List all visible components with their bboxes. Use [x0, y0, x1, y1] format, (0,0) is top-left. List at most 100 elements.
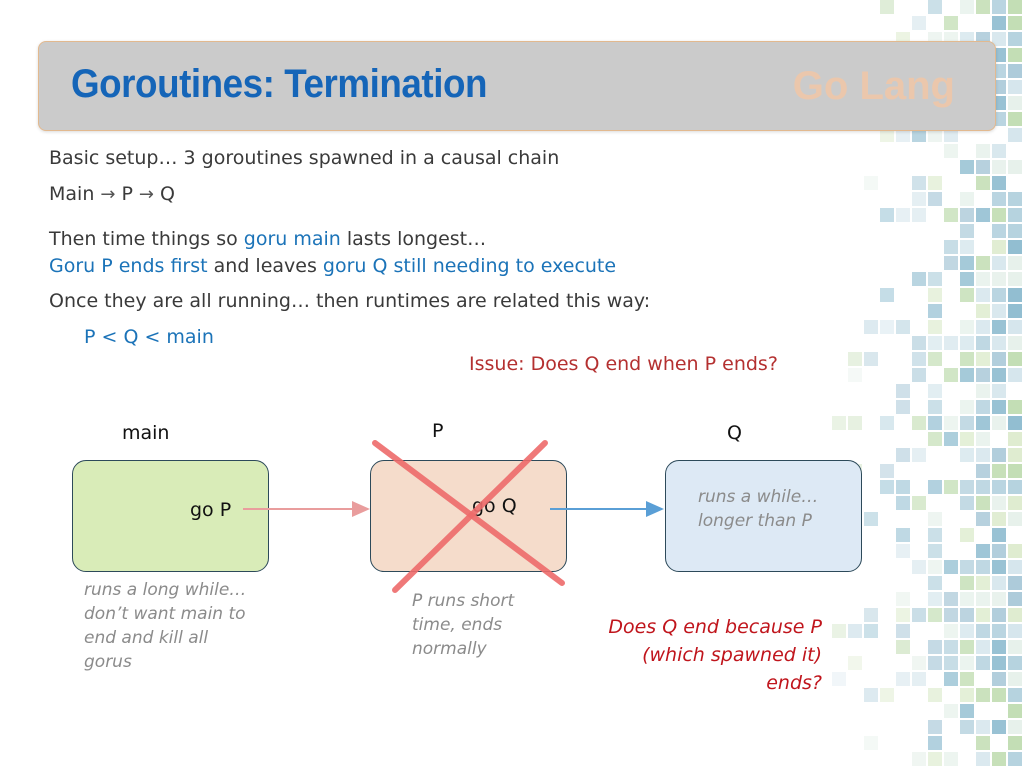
decorative-tile: [912, 128, 926, 142]
decorative-tile: [944, 752, 958, 766]
decorative-tile: [976, 544, 990, 558]
decorative-tile: [1008, 48, 1022, 62]
decorative-tile: [1008, 432, 1022, 446]
decorative-tile: [928, 128, 942, 142]
decorative-tile: [992, 208, 1006, 222]
decorative-tile: [896, 672, 910, 686]
timing-highlight: goru main: [243, 228, 341, 250]
decorative-tile: [1008, 320, 1022, 334]
decorative-tile: [976, 208, 990, 222]
decorative-tile: [992, 576, 1006, 590]
decorative-tile: [960, 256, 974, 270]
decorative-tile: [992, 624, 1006, 638]
decorative-tile: [960, 688, 974, 702]
decorative-tile: [1008, 64, 1022, 78]
decorative-tile: [976, 336, 990, 350]
decorative-tile: [960, 624, 974, 638]
q-question-note: Does Q end because P (which spawned it) …: [592, 613, 822, 697]
decorative-tile: [960, 528, 974, 542]
decorative-tile: [880, 208, 894, 222]
chain-p: P: [121, 183, 133, 205]
decorative-tile: [944, 336, 958, 350]
decorative-tile: [992, 512, 1006, 526]
decorative-tile: [960, 640, 974, 654]
decorative-tile: [928, 272, 942, 286]
decorative-tile: [912, 368, 926, 382]
decorative-tile: [928, 384, 942, 398]
decorative-tile: [944, 128, 958, 142]
decorative-tile: [944, 704, 958, 718]
decorative-tile: [976, 272, 990, 286]
decorative-tile: [1008, 672, 1022, 686]
decorative-tile: [992, 640, 1006, 654]
decorative-tile: [1008, 160, 1022, 174]
decorative-tile: [896, 448, 910, 462]
decorative-tile: [960, 192, 974, 206]
decorative-tile: [976, 592, 990, 606]
decorative-tile: [976, 640, 990, 654]
decorative-tile: [944, 480, 958, 494]
decorative-tile: [992, 160, 1006, 174]
decorative-tile: [1008, 576, 1022, 590]
decorative-tile: [960, 160, 974, 174]
decorative-tile: [896, 400, 910, 414]
decorative-tile: [896, 480, 910, 494]
decorative-tile: [928, 0, 942, 14]
decorative-tile: [976, 576, 990, 590]
decorative-tile: [1008, 736, 1022, 750]
decorative-tile: [944, 208, 958, 222]
chain-q: Q: [160, 183, 175, 205]
decorative-tile: [992, 416, 1006, 430]
decorative-tile: [1008, 480, 1022, 494]
decorative-tile: [896, 640, 910, 654]
decorative-tile: [928, 352, 942, 366]
q-question-line: Does Q end because P: [608, 616, 822, 638]
decorative-tile: [928, 560, 942, 574]
decorative-tile: [992, 592, 1006, 606]
decorative-tile: [864, 624, 878, 638]
ending-text: and leaves: [207, 255, 323, 277]
decorative-tile: [832, 624, 846, 638]
goroutine-p-box: [370, 460, 567, 572]
decorative-tile: [896, 608, 910, 622]
decorative-tile: [912, 496, 926, 510]
decorative-tile: [960, 416, 974, 430]
decorative-tile: [912, 336, 926, 350]
decorative-tile: [848, 368, 862, 382]
decorative-tile: [992, 688, 1006, 702]
decorative-tile: [992, 176, 1006, 190]
decorative-tile: [992, 752, 1006, 766]
decorative-tile: [960, 704, 974, 718]
decorative-tile: [848, 352, 862, 366]
decorative-tile: [992, 448, 1006, 462]
decorative-tile: [864, 736, 878, 750]
ending-highlight-2: goru Q still needing to execute: [322, 255, 617, 277]
decorative-tile: [960, 400, 974, 414]
decorative-tile: [960, 608, 974, 622]
decorative-tile: [1008, 400, 1022, 414]
decorative-tile: [992, 272, 1006, 286]
decorative-tile: [944, 560, 958, 574]
decorative-tile: [976, 160, 990, 174]
decorative-tile: [944, 624, 958, 638]
brand-watermark: Go Lang: [792, 64, 955, 108]
decorative-tile: [944, 256, 958, 270]
decorative-tile: [960, 288, 974, 302]
decorative-tile: [960, 320, 974, 334]
decorative-tile: [992, 544, 1006, 558]
decorative-tile: [928, 192, 942, 206]
decorative-tile: [992, 320, 1006, 334]
issue-line: Issue: Does Q end when P ends?: [469, 353, 778, 375]
decorative-tile: [928, 544, 942, 558]
decorative-tile: [992, 304, 1006, 318]
decorative-tile: [928, 320, 942, 334]
decorative-tile: [1008, 16, 1022, 30]
decorative-tile: [992, 32, 1006, 46]
main-note: runs a long while… don’t want main to en…: [84, 578, 246, 674]
decorative-tile: [1008, 512, 1022, 526]
main-note-line: gorus: [84, 652, 132, 672]
decorative-tile: [992, 496, 1006, 510]
decorative-tile: [976, 720, 990, 734]
runtime-line: Once they are all running… then runtimes…: [49, 290, 651, 312]
decorative-tile: [944, 416, 958, 430]
